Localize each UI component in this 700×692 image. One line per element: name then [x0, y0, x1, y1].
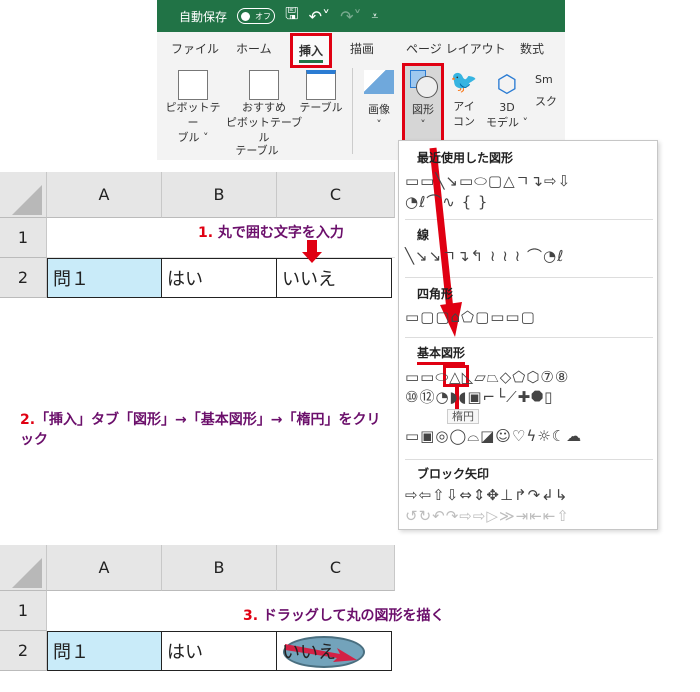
spreadsheet-before: A B C 1 2 問１ はい いいえ: [0, 172, 395, 300]
row-1: [47, 218, 395, 258]
basic-shapes-row[interactable]: ▭▭⬭△◺▱⏢◇⬠⬡⑦⑧: [405, 368, 570, 386]
autosave-label: 自動保存: [179, 9, 228, 24]
divider: [405, 277, 653, 278]
rectangles-row[interactable]: ▭▢▢⌂⬠▢▭▭▢: [405, 308, 536, 326]
divider: [405, 337, 653, 338]
smartart-button[interactable]: Sm: [535, 73, 553, 86]
column-header-b[interactable]: B: [162, 545, 277, 591]
customize-toolbar-icon[interactable]: ⩡: [371, 8, 379, 23]
autosave-toggle[interactable]: オフ: [237, 8, 276, 24]
step2-annotation: 2.「挿入」タブ「図形」→「基本図形」→「楕円」をクリック: [20, 412, 381, 448]
drag-arrow-icon: [285, 644, 357, 662]
cell-a2[interactable]: 問１: [47, 258, 162, 298]
cell-c2[interactable]: いいえ: [276, 258, 392, 298]
basic-shapes-row[interactable]: ⑩⑫◔◗◖▣⌐└⟋✚⯃▯: [405, 388, 554, 406]
tab-formulas[interactable]: 数式: [520, 42, 545, 56]
divider: [405, 219, 653, 220]
step1-annotation: 1. 丸で囲む文字を入力: [198, 225, 344, 241]
cube-icon: ⬡: [496, 70, 518, 98]
tab-insert[interactable]: 挿入: [290, 33, 333, 68]
undo-icon[interactable]: ↶˅: [308, 6, 331, 26]
pivottable-button[interactable]: ピボットテーブル ˅: [165, 70, 221, 145]
ellipse-shape-button[interactable]: [443, 365, 469, 387]
save-icon[interactable]: 🖫: [285, 3, 299, 23]
step3-annotation: 3. ドラッグして丸の図形を描く: [243, 608, 445, 624]
recommended-pivot-icon: [249, 70, 279, 100]
block-arrows-row[interactable]: ↺↻↶↷⇨⇨▷≫⇥⇤⇤⇧: [405, 507, 570, 525]
block-arrows-row[interactable]: ⇨⇦⇧⇩⇔⇕✥⊥↱↷↲↳: [405, 486, 569, 504]
section-recent: 最近使用した図形: [417, 151, 514, 165]
divider: [405, 459, 653, 460]
tab-home[interactable]: ホーム: [236, 42, 272, 56]
tab-file[interactable]: ファイル: [171, 42, 220, 56]
pivottable-icon: [178, 70, 208, 100]
section-lines: 線: [417, 228, 430, 242]
pointer-line: [455, 387, 459, 409]
cell-c2[interactable]: いいえ: [276, 631, 392, 671]
column-header-c[interactable]: C: [277, 545, 395, 591]
table-icon: [306, 70, 336, 100]
column-header-b[interactable]: B: [162, 172, 277, 218]
row-header-2[interactable]: 2: [0, 258, 47, 298]
cell-b2[interactable]: はい: [161, 631, 277, 671]
group-label-table: テーブル: [235, 144, 279, 157]
column-header-c[interactable]: C: [277, 172, 395, 218]
tab-page-layout[interactable]: ページ レイアウト: [406, 42, 506, 56]
group-divider: [352, 68, 353, 154]
section-rectangles: 四角形: [417, 287, 454, 301]
row-header-2[interactable]: 2: [0, 631, 47, 671]
excel-ribbon: 自動保存 オフ 🖫 ↶˅ ↷˅ ⩡ ファイル ホーム 挿入 描画 ページ レイア…: [157, 0, 565, 160]
row-header-1[interactable]: 1: [0, 218, 47, 258]
image-button[interactable]: 画像˅: [362, 70, 396, 132]
cell-b2[interactable]: はい: [161, 258, 277, 298]
tab-draw[interactable]: 描画: [350, 42, 375, 56]
tooltip-ellipse: 楕円: [447, 409, 479, 424]
title-bar: 自動保存 オフ 🖫 ↶˅ ↷˅ ⩡: [157, 0, 565, 32]
table-button[interactable]: テーブル: [299, 70, 343, 115]
spreadsheet-after: A B C 1 2 問１ はい いいえ: [0, 545, 395, 685]
row-header-1[interactable]: 1: [0, 591, 47, 631]
recent-shapes-row[interactable]: ▭▭╲↘▭⬭▢△ㄱ↴⇨⇩: [405, 172, 572, 190]
section-basic-shapes: 基本図形: [417, 344, 466, 365]
redo-icon[interactable]: ↷˅: [340, 6, 362, 26]
section-block-arrows: ブロック矢印: [417, 467, 490, 481]
icons-icon: 🐦: [450, 70, 478, 95]
column-header-a[interactable]: A: [47, 172, 162, 218]
select-all-corner[interactable]: [0, 172, 47, 218]
shapes-icon: [405, 66, 441, 102]
cell-a2[interactable]: 問１: [47, 631, 162, 671]
shapes-dropdown: 最近使用した図形 ▭▭╲↘▭⬭▢△ㄱ↴⇨⇩ ◔ℓ⌒∿ { } 線 ╲↘↘ㄱ↴↰ …: [398, 140, 658, 530]
shapes-button[interactable]: 図形˅: [402, 63, 444, 145]
image-icon: [364, 70, 394, 94]
screenshot-button[interactable]: スク: [535, 95, 557, 108]
basic-shapes-row[interactable]: ▭▣◎◯⌓◪☺♡ϟ☼☾☁: [405, 427, 583, 445]
icons-button[interactable]: 🐦 アイコン: [450, 70, 478, 128]
recommended-pivottable-button[interactable]: おすすめピボットテーブル: [225, 70, 303, 145]
lines-row[interactable]: ╲↘↘ㄱ↴↰ ≀ ≀ ≀ ⌒◔ℓ: [405, 247, 565, 265]
column-header-a[interactable]: A: [47, 545, 162, 591]
select-all-corner[interactable]: [0, 545, 47, 591]
recent-shapes-row[interactable]: ◔ℓ⌒∿ { }: [405, 193, 489, 211]
